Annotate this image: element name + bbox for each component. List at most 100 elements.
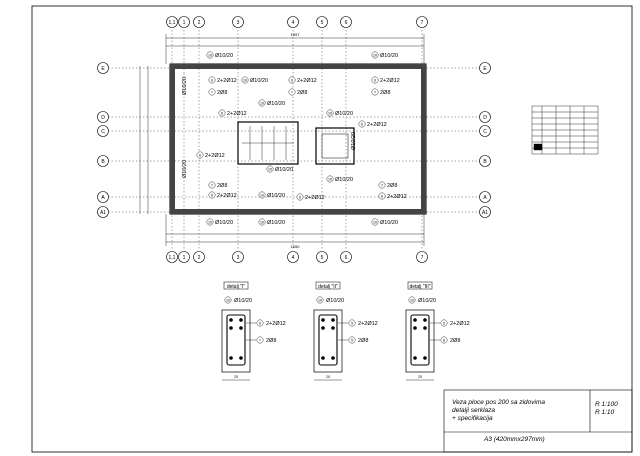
rebar-callout: 7 2Ø8 <box>371 88 390 96</box>
axis-bubble-col: 4 <box>287 251 299 263</box>
axis-bubble-row: C <box>479 125 491 137</box>
axis-bubble-col: 2 <box>193 251 205 263</box>
axis-bubble-col: 5 <box>316 251 328 263</box>
axis-label: 2 <box>198 20 201 26</box>
svg-text:10: 10 <box>260 102 264 106</box>
title-line-3: + specifikacija <box>452 415 493 422</box>
rebar-spec-label: 2+2Ø12 <box>227 111 247 117</box>
rebar-spec-vertical: Ø10/20 <box>182 160 188 178</box>
title-line-2: detalji serklaza <box>452 407 495 414</box>
detail-stirrup-label: Ø10/20 <box>326 298 344 304</box>
rebar-spec-label: 2Ø8 <box>217 183 227 189</box>
sheet-border <box>31 5 633 453</box>
rebar-callout: 7 2Ø8 <box>208 181 227 189</box>
svg-text:6: 6 <box>259 322 261 326</box>
svg-text:10: 10 <box>208 221 212 225</box>
rebar-spec-label: Ø10/20 <box>215 53 233 59</box>
rebar-spec-label: Ø10/20 <box>380 220 398 226</box>
axis-bubble-row: B <box>97 155 109 167</box>
rebar-spec-label: 2+2Ø12 <box>217 193 237 199</box>
axis-label: 7 <box>421 20 424 26</box>
rebar-spec-label: 2+2Ø12 <box>387 194 407 200</box>
specification-table <box>531 105 599 155</box>
axis-label: E <box>483 66 487 72</box>
svg-text:7: 7 <box>211 184 213 188</box>
axis-bubble-col: 5 <box>316 16 328 28</box>
rebar-spec-label: 2+2Ø12 <box>297 78 317 84</box>
axis-bubble-row: C <box>97 125 109 137</box>
detail-bottom-bars: 2Ø8 <box>358 338 368 344</box>
axis-label: 6 <box>345 20 348 26</box>
wall-bottom <box>170 209 426 214</box>
detail-width: 20 <box>326 375 330 379</box>
rebar-spec-label: 2+2Ø12 <box>217 78 237 84</box>
rebar-spec-label: 2+2Ø12 <box>305 195 325 201</box>
axis-bubble-col: 1 <box>178 251 190 263</box>
axis-label: C <box>101 129 105 135</box>
rebar-spec-label: 2Ø8 <box>217 90 227 96</box>
rebar-spec-label: Ø10/20 <box>267 193 285 199</box>
svg-text:5: 5 <box>443 322 445 326</box>
svg-text:10: 10 <box>260 194 264 198</box>
rebar-spec-label: Ø10/20 <box>250 78 268 84</box>
svg-text:7: 7 <box>291 91 293 95</box>
axis-label: 4 <box>292 20 295 26</box>
rebar-spec-label: 2Ø8 <box>380 90 390 96</box>
left-dimension-lines <box>139 66 149 214</box>
detail-top-bars: 2+2Ø12 <box>450 321 470 327</box>
rebar-spec-label: Ø10/20 <box>267 220 285 226</box>
title-block <box>443 389 633 453</box>
svg-text:6: 6 <box>299 196 301 200</box>
axis-bubble-col: 1,1 <box>166 16 178 28</box>
axis-label: 7 <box>421 255 424 261</box>
axis-bubble-row: E <box>479 62 491 74</box>
rebar-spec-label: 2Ø8 <box>387 183 397 189</box>
axis-label: B <box>101 159 105 165</box>
rebar-spec-label: Ø10/20 <box>335 177 353 183</box>
svg-text:10: 10 <box>243 79 247 83</box>
svg-text:10: 10 <box>208 54 212 58</box>
top-total-dimension: 1697 <box>291 32 301 37</box>
axis-label: A1 <box>482 210 488 216</box>
rebar-spec-label: 2+2Ø12 <box>367 122 387 128</box>
axis-label: 1,1 <box>169 20 176 26</box>
svg-text:10: 10 <box>373 54 377 58</box>
detail-bottom-bars: 2Ø8 <box>450 338 460 344</box>
rebar-spec-vertical: Ø10/20 <box>182 77 188 95</box>
axis-label: 1 <box>183 255 186 261</box>
axis-label: D <box>101 115 105 121</box>
shaft-opening <box>315 127 355 165</box>
bottom-total-dimension: 1650 <box>291 244 301 249</box>
axis-bubble-col: 2 <box>193 16 205 28</box>
rebar-spec-label: Ø10/20 <box>335 111 353 117</box>
axis-label: A1 <box>100 210 106 216</box>
axis-bubble-col: 7 <box>416 16 428 28</box>
axis-label: 6 <box>345 255 348 261</box>
rebar-spec-vertical: Ø10/20 <box>351 132 357 150</box>
axis-bubble-row: A1 <box>479 206 491 218</box>
wall-right <box>421 64 426 214</box>
detail-bottom-bars: 2Ø8 <box>266 338 276 344</box>
detail-label: detalj "II" <box>318 284 338 290</box>
bottom-dimension-lines <box>165 214 425 246</box>
svg-text:7: 7 <box>374 91 376 95</box>
axis-label: 1 <box>183 20 186 26</box>
detail-width: 20 <box>418 375 422 379</box>
axis-label: 3 <box>237 255 240 261</box>
shaft-inner <box>321 133 349 159</box>
